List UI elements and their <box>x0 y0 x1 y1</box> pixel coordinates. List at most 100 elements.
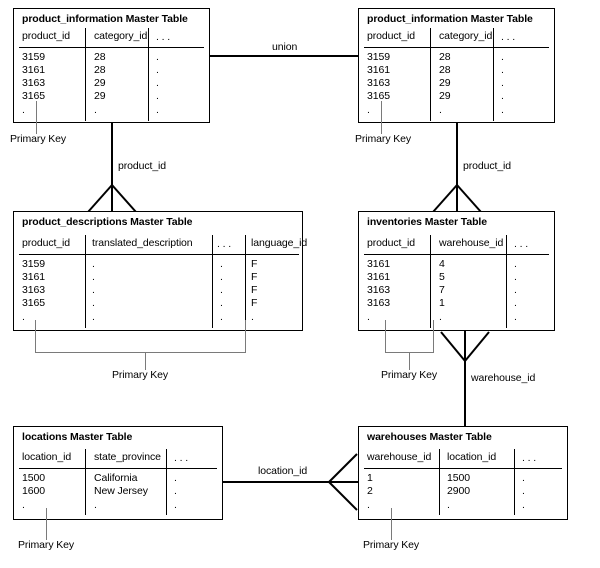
primary-key-label: Primary Key <box>18 539 75 551</box>
header-rule <box>19 468 217 469</box>
table-box-product-information-left: product_information Master Table product… <box>13 8 210 123</box>
primary-key-bracket-right <box>433 320 434 352</box>
cell: 7 <box>439 284 445 296</box>
cell: . <box>220 297 223 309</box>
cell: 3161 <box>367 64 390 76</box>
cell: 3165 <box>22 90 45 102</box>
crowsfoot-inventories-top <box>432 184 482 213</box>
column-separator <box>514 449 515 515</box>
primary-key-bracket-span <box>35 352 246 353</box>
cell: 3161 <box>367 271 390 283</box>
column-header: . . . <box>522 452 537 464</box>
relationship-line-location-id <box>223 481 358 483</box>
column-separator <box>493 28 494 121</box>
column-header: . . . <box>156 31 171 43</box>
cell: . <box>514 311 517 323</box>
cell: 3163 <box>22 284 45 296</box>
column-separator <box>148 28 149 121</box>
column-header: translated_description <box>92 237 193 249</box>
cell: F <box>251 258 258 270</box>
cell: . <box>220 311 223 323</box>
column-separator <box>506 235 507 328</box>
cell: . <box>174 499 177 511</box>
cell: . <box>220 284 223 296</box>
cell: F <box>251 284 258 296</box>
cell: 1 <box>367 472 373 484</box>
cell: 1500 <box>22 472 45 484</box>
cell: . <box>22 499 25 511</box>
column-header: category_id <box>94 30 148 42</box>
column-header: warehouse_id <box>439 237 504 249</box>
relationship-line-product-id-right <box>456 123 458 211</box>
relationship-line-union <box>210 55 358 57</box>
cell: California <box>94 472 138 484</box>
cell: . <box>514 258 517 270</box>
table-title: locations Master Table <box>22 431 133 443</box>
cell: . <box>94 499 97 511</box>
cell: . <box>501 90 504 102</box>
table-box-product-descriptions: product_descriptions Master Table produc… <box>13 211 307 331</box>
cell: . <box>94 104 97 116</box>
cell: 5 <box>439 271 445 283</box>
cell: 3165 <box>22 297 45 309</box>
column-separator <box>430 28 431 121</box>
primary-key-label: Primary Key <box>10 133 67 145</box>
cell: 28 <box>439 51 451 63</box>
column-separator <box>430 235 431 328</box>
primary-key-bracket-left <box>35 320 36 352</box>
cell: . <box>92 297 95 309</box>
cell: . <box>156 51 159 63</box>
cell: 3163 <box>367 77 390 89</box>
column-header: product_id <box>367 30 416 42</box>
cell: 1 <box>439 297 445 309</box>
cell: . <box>514 271 517 283</box>
header-rule <box>364 47 549 48</box>
cell: . <box>501 64 504 76</box>
cell: 3159 <box>22 51 45 63</box>
cell: . <box>501 104 504 116</box>
cell: 3161 <box>22 64 45 76</box>
relationship-label-product-id-left: product_id <box>118 160 167 172</box>
column-header: location_id <box>447 451 497 463</box>
cell: . <box>220 258 223 270</box>
cell: . <box>439 311 442 323</box>
primary-key-pointer <box>381 101 382 134</box>
relationship-label-warehouse-id: warehouse_id <box>471 372 536 384</box>
table-box-product-information-right: product_information Master Table product… <box>358 8 555 123</box>
column-separator <box>85 449 86 515</box>
primary-key-label: Primary Key <box>112 369 169 381</box>
table-title: product_information Master Table <box>22 13 188 25</box>
cell: . <box>22 104 25 116</box>
cell: . <box>174 485 177 497</box>
column-header: . . . <box>217 238 232 250</box>
cell: 3163 <box>22 77 45 89</box>
cell: . <box>501 77 504 89</box>
cell: . <box>92 284 95 296</box>
column-header: . . . <box>501 31 516 43</box>
cell: . <box>501 51 504 63</box>
cell: . <box>92 258 95 270</box>
table-title: product_information Master Table <box>367 13 533 25</box>
relationship-line-warehouse-id <box>464 331 466 427</box>
cell: F <box>251 271 258 283</box>
crowsfoot-inventories-bottom <box>440 331 490 362</box>
column-separator <box>439 449 440 515</box>
cell: 29 <box>94 90 106 102</box>
cell: . <box>220 271 223 283</box>
cell: 3161 <box>22 271 45 283</box>
column-separator <box>85 235 86 328</box>
primary-key-bracket-right <box>245 320 246 352</box>
table-title: product_descriptions Master Table <box>22 216 193 228</box>
cell: F <box>251 297 258 309</box>
column-separator <box>85 28 86 121</box>
column-separator <box>212 235 213 328</box>
column-header: warehouse_id <box>367 451 432 463</box>
primary-key-bracket-stem <box>409 352 410 370</box>
cell: . <box>92 271 95 283</box>
column-header: product_id <box>22 30 71 42</box>
column-header: state_province <box>94 451 161 463</box>
relationship-line-product-id-left <box>111 123 113 211</box>
cell: 29 <box>439 90 451 102</box>
cell: . <box>447 499 450 511</box>
